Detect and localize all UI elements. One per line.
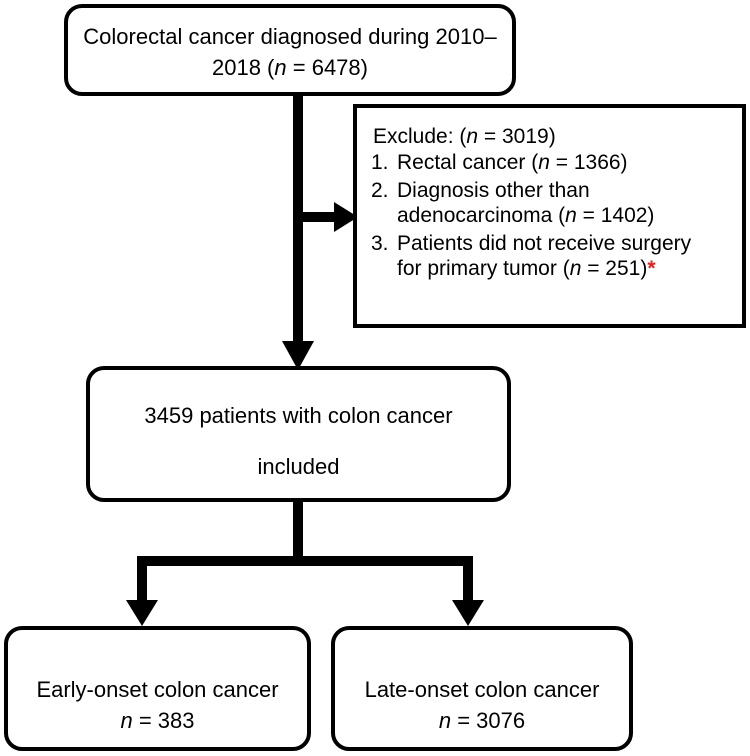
exclusion-item-1: 1. Rectal cancer (n = 1366) bbox=[371, 150, 628, 175]
exclusion-item-2: 2. Diagnosis other than adenocarcinoma (n… bbox=[371, 178, 654, 228]
late-onset-count: n = 3076 bbox=[335, 705, 629, 736]
item-number: 2. bbox=[371, 179, 389, 202]
n-symbol: n bbox=[438, 708, 452, 733]
item-count: = 251) bbox=[581, 257, 648, 280]
exclusion-total: = 3019) bbox=[478, 125, 556, 148]
diagnosed-count: = 6478) bbox=[286, 55, 368, 80]
exclusion-box: Exclude: (n = 3019) 1.Rectal cancer (n =… bbox=[353, 104, 746, 328]
diagnosed-line2: 2018 (n = 6478) bbox=[68, 52, 512, 83]
footnote-asterisk: * bbox=[647, 257, 656, 280]
late-onset-n-value: = 3076 bbox=[451, 708, 526, 733]
exclude-arrowhead bbox=[334, 202, 358, 232]
item-continuation: for primary tumor (n = 251)* bbox=[371, 256, 691, 281]
n-symbol: n bbox=[569, 257, 582, 280]
exclusion-header: Exclude: (n = 3019) bbox=[373, 124, 556, 149]
late-onset-title: Late-onset colon cancer bbox=[364, 677, 600, 702]
item-label-cont: adenocarcinoma ( bbox=[397, 204, 566, 227]
item-number: 1. bbox=[371, 151, 389, 174]
right-arrowhead bbox=[452, 600, 484, 626]
item-count: = 1402) bbox=[576, 204, 655, 227]
item-label: Diagnosis other than bbox=[397, 179, 590, 202]
main-arrowhead bbox=[282, 341, 314, 370]
item-count: = 1366) bbox=[549, 151, 628, 174]
left-arrowhead bbox=[126, 600, 158, 626]
exclusion-header-prefix: Exclude: ( bbox=[373, 125, 467, 148]
diagnosed-line2-prefix: 2018 ( bbox=[212, 55, 275, 80]
early-onset-n-value: = 383 bbox=[132, 708, 195, 733]
item-number: 3. bbox=[371, 232, 389, 255]
late-onset-box: Late-onset colon cancer n = 3076 bbox=[331, 626, 633, 751]
included-line2: included bbox=[257, 454, 340, 479]
item-continuation: adenocarcinoma (n = 1402) bbox=[371, 203, 654, 228]
n-symbol: n bbox=[565, 204, 577, 227]
exclusion-item-3: 3. Patients did not receive surgery for p… bbox=[371, 231, 691, 281]
split-horizontal-connector bbox=[137, 556, 473, 566]
early-onset-title: Early-onset colon cancer bbox=[36, 677, 279, 702]
early-onset-box: Early-onset colon cancer n = 383 bbox=[4, 626, 311, 751]
diagnosed-line1: Colorectal cancer diagnosed during 2010– bbox=[83, 24, 497, 49]
early-onset-count: n = 383 bbox=[8, 705, 307, 736]
exclude-branch-connector bbox=[298, 212, 338, 222]
diagnosed-box: Colorectal cancer diagnosed during 2010–… bbox=[64, 4, 516, 96]
included-line1: 3459 patients with colon cancer bbox=[144, 403, 453, 428]
n-symbol: n bbox=[120, 708, 133, 733]
item-label: Rectal cancer ( bbox=[397, 151, 539, 174]
n-symbol: n bbox=[274, 55, 287, 80]
item-label: Patients did not receive surgery bbox=[397, 232, 692, 255]
split-vertical-connector bbox=[293, 500, 303, 565]
main-vertical-connector bbox=[293, 96, 303, 354]
right-branch-connector bbox=[463, 556, 473, 608]
n-symbol: n bbox=[466, 125, 479, 148]
n-symbol: n bbox=[538, 151, 550, 174]
item-label-cont: for primary tumor ( bbox=[397, 257, 570, 280]
included-box: 3459 patients with colon cancer included bbox=[86, 366, 511, 502]
left-branch-connector bbox=[137, 556, 147, 608]
